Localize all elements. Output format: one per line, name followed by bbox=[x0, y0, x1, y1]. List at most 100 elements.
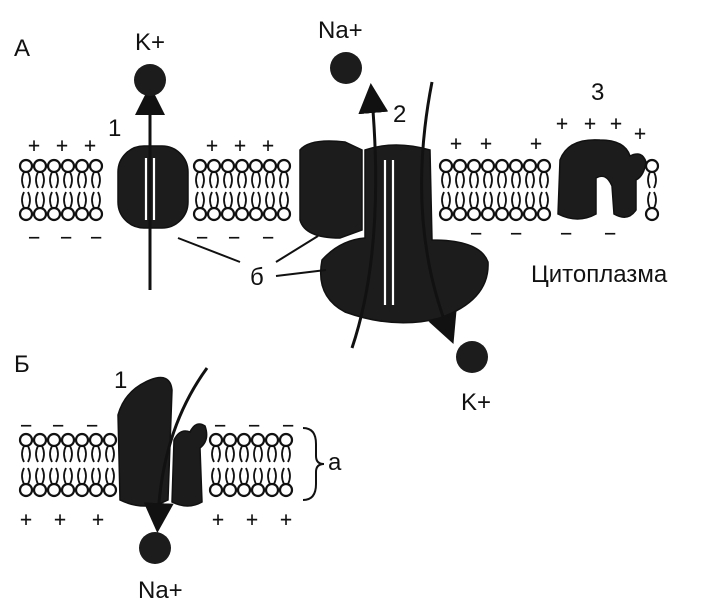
plus-charge: + bbox=[84, 133, 96, 157]
phospholipid-outer bbox=[280, 434, 292, 462]
phospholipid-outer bbox=[20, 434, 32, 462]
phospholipid-outer bbox=[62, 434, 74, 462]
phospholipid-outer bbox=[48, 434, 60, 462]
phospholipid-inner bbox=[524, 192, 536, 220]
phospholipid-inner bbox=[20, 192, 32, 220]
plus-charge: + bbox=[206, 133, 218, 157]
plus-charge: + bbox=[92, 507, 104, 531]
na-ion-bottom-label: Na+ bbox=[138, 577, 183, 604]
na-ion-bottom bbox=[139, 532, 171, 564]
potassium-channel-protein bbox=[118, 146, 188, 228]
phospholipid-outer bbox=[266, 434, 278, 462]
minus-charge: − bbox=[20, 413, 32, 437]
plus-charge: + bbox=[234, 133, 246, 157]
plus-charge: + bbox=[610, 111, 622, 135]
phospholipid-outer bbox=[208, 160, 220, 188]
minus-charge: − bbox=[248, 413, 260, 437]
phospholipid-inner bbox=[252, 468, 264, 496]
minus-charge: − bbox=[470, 221, 482, 245]
label-b-lower: б bbox=[250, 264, 264, 291]
minus-charge: − bbox=[560, 221, 572, 245]
phospholipid-outer bbox=[468, 160, 480, 188]
phospholipid-inner bbox=[210, 468, 222, 496]
phospholipid-inner bbox=[278, 192, 290, 220]
phospholipid-inner bbox=[48, 192, 60, 220]
number-2: 2 bbox=[393, 101, 406, 128]
plus-charge: + bbox=[212, 507, 224, 531]
phospholipid-outer bbox=[278, 160, 290, 188]
panel-a-label: А bbox=[14, 35, 30, 62]
phospholipid-outer bbox=[48, 160, 60, 188]
phospholipid-outer bbox=[454, 160, 466, 188]
phospholipid-inner bbox=[90, 192, 102, 220]
phospholipid-inner bbox=[34, 192, 46, 220]
plus-charge: + bbox=[20, 507, 32, 531]
phospholipid-inner bbox=[222, 192, 234, 220]
phospholipid-outer bbox=[252, 434, 264, 462]
phospholipid-inner bbox=[440, 192, 452, 220]
phospholipid-inner bbox=[236, 192, 248, 220]
phospholipid-inner bbox=[208, 192, 220, 220]
plus-charge: + bbox=[556, 111, 568, 135]
minus-charge: − bbox=[282, 413, 294, 437]
phospholipid-outer bbox=[76, 434, 88, 462]
minus-charge: − bbox=[52, 413, 64, 437]
phospholipid-outer bbox=[34, 160, 46, 188]
phospholipid-inner bbox=[646, 192, 658, 220]
minus-charge: − bbox=[28, 225, 40, 249]
phospholipid-outer bbox=[250, 160, 262, 188]
minus-charge: − bbox=[262, 225, 274, 249]
phospholipid-outer bbox=[76, 160, 88, 188]
k-ion-bottom bbox=[456, 341, 488, 373]
panel-b-label: Б bbox=[14, 351, 30, 378]
phospholipid-outer bbox=[646, 160, 658, 188]
phospholipid-inner bbox=[20, 468, 32, 496]
plus-charge: + bbox=[480, 131, 492, 155]
plus-charge: + bbox=[54, 507, 66, 531]
minus-charge: − bbox=[90, 225, 102, 249]
phospholipid-inner bbox=[62, 192, 74, 220]
phospholipid-outer bbox=[538, 160, 550, 188]
minus-charge: − bbox=[228, 225, 240, 249]
number-1-a: 1 bbox=[108, 115, 121, 142]
na-ion-top-label: Na+ bbox=[318, 17, 363, 44]
phospholipid-inner bbox=[454, 192, 466, 220]
k-ion-top-label: K+ bbox=[135, 29, 165, 56]
plus-charge: + bbox=[530, 131, 542, 155]
na-ion-top bbox=[330, 52, 362, 84]
phospholipid-outer bbox=[62, 160, 74, 188]
phospholipid-inner bbox=[538, 192, 550, 220]
phospholipid-inner bbox=[510, 192, 522, 220]
plus-charge: + bbox=[246, 507, 258, 531]
minus-charge: − bbox=[86, 413, 98, 437]
phospholipid-inner bbox=[264, 192, 276, 220]
phospholipid-outer bbox=[210, 434, 222, 462]
phospholipid-inner bbox=[194, 192, 206, 220]
plus-charge: + bbox=[634, 121, 646, 145]
phospholipid-outer bbox=[34, 434, 46, 462]
phospholipid-outer bbox=[194, 160, 206, 188]
phospholipid-outer bbox=[496, 160, 508, 188]
phospholipid-inner bbox=[468, 192, 480, 220]
phospholipid-outer bbox=[236, 160, 248, 188]
peripheral-protein-3 bbox=[558, 140, 646, 219]
plus-charge: + bbox=[262, 133, 274, 157]
phospholipid-outer bbox=[524, 160, 536, 188]
phospholipid-outer bbox=[104, 434, 116, 462]
phospholipid-outer bbox=[90, 434, 102, 462]
phospholipid-inner bbox=[90, 468, 102, 496]
k-ion-top bbox=[134, 64, 166, 96]
cytoplasm-label: Цитоплазма bbox=[531, 261, 668, 288]
phospholipid-outer bbox=[482, 160, 494, 188]
phospholipid-inner bbox=[48, 468, 60, 496]
phospholipid-inner bbox=[482, 192, 494, 220]
phospholipid-inner bbox=[34, 468, 46, 496]
plus-charge: + bbox=[56, 133, 68, 157]
phospholipid-inner bbox=[496, 192, 508, 220]
minus-charge: − bbox=[60, 225, 72, 249]
minus-charge: − bbox=[510, 221, 522, 245]
phospholipid-inner bbox=[76, 468, 88, 496]
phospholipid-outer bbox=[20, 160, 32, 188]
